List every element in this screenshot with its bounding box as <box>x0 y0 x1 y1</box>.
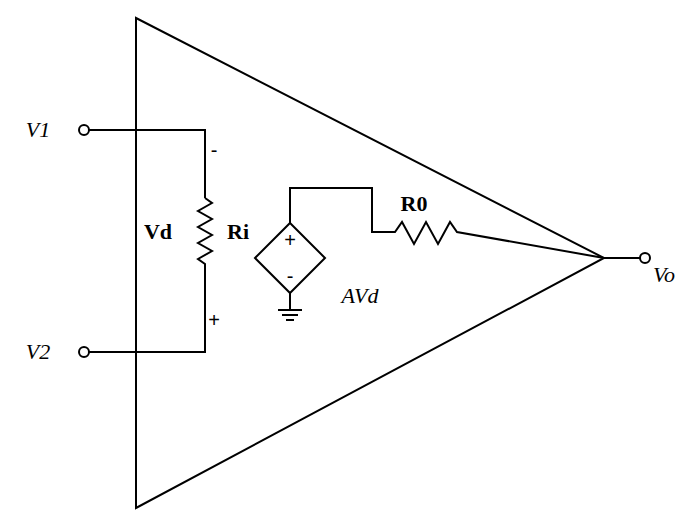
polarity-sign: + <box>284 230 296 250</box>
resistor-label: Ri <box>227 221 249 243</box>
terminal <box>79 125 89 135</box>
polarity-sign: + <box>208 310 220 330</box>
voltage-label: Vd <box>144 221 172 243</box>
gain-label: AVd <box>342 285 379 307</box>
dependent-source <box>255 223 325 293</box>
terminal <box>79 347 89 357</box>
wire <box>604 257 640 259</box>
resistor-symbol <box>290 188 604 258</box>
terminal <box>640 253 650 263</box>
wire <box>89 130 205 198</box>
opamp-triangle <box>136 18 604 508</box>
wire <box>289 293 291 310</box>
signal-name: V2 <box>26 341 50 363</box>
signal-name: V1 <box>26 119 50 141</box>
signal-name: Vo <box>653 264 675 286</box>
resistor-symbol <box>89 198 212 352</box>
polarity-sign: - <box>287 266 294 286</box>
ground-symbol <box>278 310 302 320</box>
resistor-label: R0 <box>401 193 428 215</box>
polarity-sign: - <box>211 140 218 160</box>
